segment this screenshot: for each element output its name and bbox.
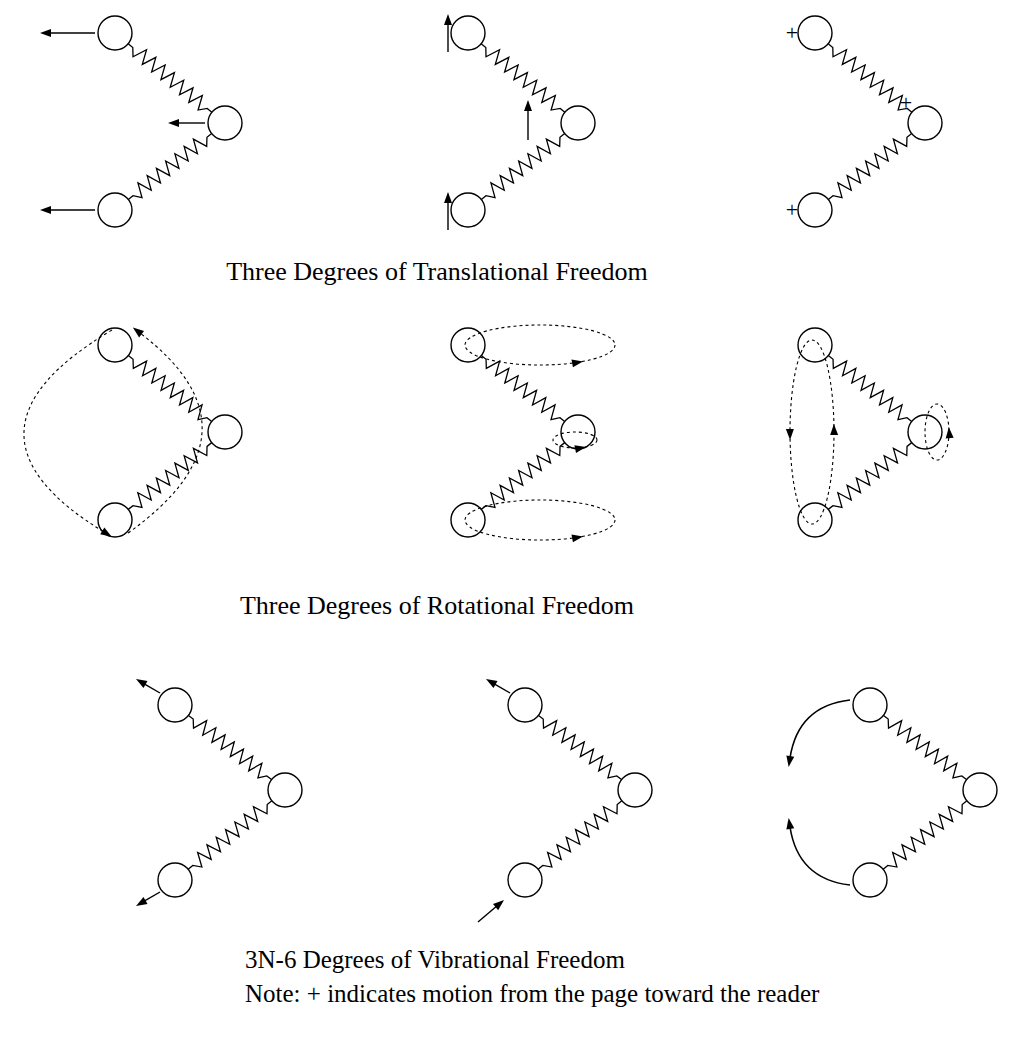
atom <box>561 106 595 140</box>
arrowhead <box>134 676 148 688</box>
atom <box>508 688 542 722</box>
arrowhead <box>571 357 583 367</box>
atom <box>158 688 192 722</box>
spring <box>828 134 911 200</box>
molecule <box>508 688 652 897</box>
atom <box>508 863 542 897</box>
arrowhead <box>493 897 507 910</box>
rotation-path <box>790 340 834 524</box>
spring <box>828 44 912 112</box>
arrowhead <box>130 324 144 337</box>
arrowhead <box>571 532 583 542</box>
spring <box>188 715 271 779</box>
arrowhead <box>444 14 452 25</box>
spring <box>128 356 211 422</box>
motion-arrow <box>144 892 160 901</box>
arrowhead <box>786 429 794 440</box>
atom <box>268 773 302 807</box>
atom <box>98 16 132 50</box>
atom <box>451 16 485 50</box>
atom <box>798 328 832 362</box>
spring <box>128 44 212 112</box>
molecule <box>451 16 595 227</box>
atom <box>963 773 997 807</box>
spring <box>481 356 564 422</box>
spring <box>883 715 966 779</box>
molecule <box>798 16 942 227</box>
arrowhead <box>524 100 532 111</box>
spring <box>481 443 564 510</box>
molecule <box>853 688 997 897</box>
motion-arrow <box>447 201 448 230</box>
atom <box>853 688 887 722</box>
rotation-path <box>24 330 112 532</box>
arrowhead <box>945 427 954 439</box>
atom <box>561 415 595 449</box>
motion-sign: + <box>786 20 798 45</box>
rotation-path <box>128 333 202 533</box>
atom <box>798 193 832 227</box>
arrowhead <box>830 424 838 435</box>
motion-arrow <box>494 684 510 693</box>
atom <box>798 16 832 50</box>
atom <box>208 106 242 140</box>
section-caption: Three Degrees of Translational Freedom <box>226 257 648 287</box>
arrowhead <box>40 206 51 214</box>
motion-sign: + <box>900 90 912 115</box>
spring <box>828 356 911 422</box>
rotation-path <box>925 404 949 460</box>
arrowhead <box>444 192 452 203</box>
spring <box>828 443 911 510</box>
section-caption: Three Degrees of Rotational Freedom <box>240 591 634 621</box>
motion-arrow <box>478 906 497 922</box>
motion-arrow <box>49 209 95 210</box>
spring <box>128 134 211 200</box>
motion-arrow <box>144 684 160 693</box>
spring <box>538 715 621 779</box>
spring <box>481 44 565 112</box>
atom <box>158 863 192 897</box>
arrowhead <box>785 755 795 767</box>
motion-arrow <box>447 23 448 52</box>
molecule <box>158 688 302 897</box>
molecule <box>798 328 942 537</box>
motion-arrow <box>527 109 528 140</box>
atom <box>98 328 132 362</box>
note-text: Note: + indicates motion from the page t… <box>245 980 819 1009</box>
arrowhead <box>484 676 498 688</box>
rotation-path <box>465 500 615 540</box>
motion-arrow <box>49 32 95 33</box>
motion-sign: + <box>786 197 798 222</box>
motion-arrow <box>177 122 205 123</box>
molecule <box>98 16 242 227</box>
rotation-path <box>465 325 615 365</box>
spring <box>883 801 967 869</box>
atom <box>908 415 942 449</box>
spring <box>188 801 272 869</box>
atom <box>908 106 942 140</box>
atom <box>618 773 652 807</box>
arrowhead <box>134 897 148 909</box>
spring <box>481 134 564 200</box>
arrowhead <box>785 817 795 829</box>
molecule <box>98 328 242 537</box>
arrowhead <box>574 443 586 453</box>
spring <box>538 801 622 869</box>
atom <box>451 193 485 227</box>
arrowhead <box>168 119 179 127</box>
bend-arrow <box>790 700 850 758</box>
bend-arrow <box>790 827 850 885</box>
spring <box>128 443 211 510</box>
atom <box>853 863 887 897</box>
atom <box>98 193 132 227</box>
arrowhead <box>100 528 114 541</box>
arrowhead <box>40 29 51 37</box>
atom <box>208 415 242 449</box>
atom <box>798 503 832 537</box>
section-caption: 3N-6 Degrees of Vibrational Freedom <box>245 946 625 975</box>
